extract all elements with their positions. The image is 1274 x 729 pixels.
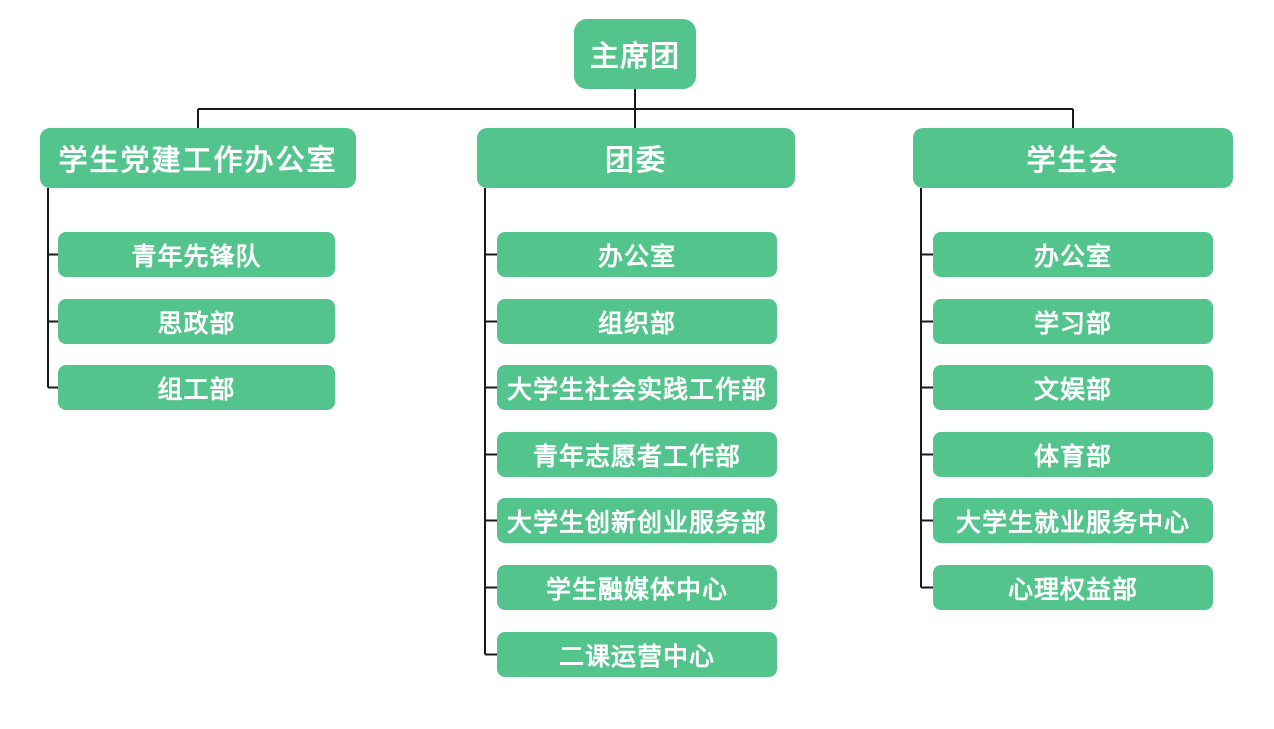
org-node-department: 组织部 bbox=[497, 299, 777, 344]
org-node-department: 大学生社会实践工作部 bbox=[497, 365, 777, 410]
connector-path bbox=[47, 89, 1074, 656]
org-node-branch-header: 团委 bbox=[477, 128, 795, 188]
org-node-department: 二课运营中心 bbox=[497, 632, 777, 677]
org-node-department: 思政部 bbox=[58, 299, 335, 344]
org-node-root: 主席团 bbox=[574, 19, 696, 89]
org-node-department: 大学生创新创业服务部 bbox=[497, 498, 777, 543]
org-node-department: 体育部 bbox=[933, 432, 1213, 477]
org-node-department: 学习部 bbox=[933, 299, 1213, 344]
org-node-branch-header: 学生会 bbox=[913, 128, 1233, 188]
org-node-department: 大学生就业服务中心 bbox=[933, 498, 1213, 543]
org-node-department: 办公室 bbox=[497, 232, 777, 277]
org-node-branch-header: 学生党建工作办公室 bbox=[40, 128, 356, 188]
org-node-department: 学生融媒体中心 bbox=[497, 565, 777, 610]
org-node-department: 文娱部 bbox=[933, 365, 1213, 410]
org-node-department: 组工部 bbox=[58, 365, 335, 410]
org-node-department: 青年志愿者工作部 bbox=[497, 432, 777, 477]
org-node-department: 青年先锋队 bbox=[58, 232, 335, 277]
org-node-department: 办公室 bbox=[933, 232, 1213, 277]
org-node-department: 心理权益部 bbox=[933, 565, 1213, 610]
